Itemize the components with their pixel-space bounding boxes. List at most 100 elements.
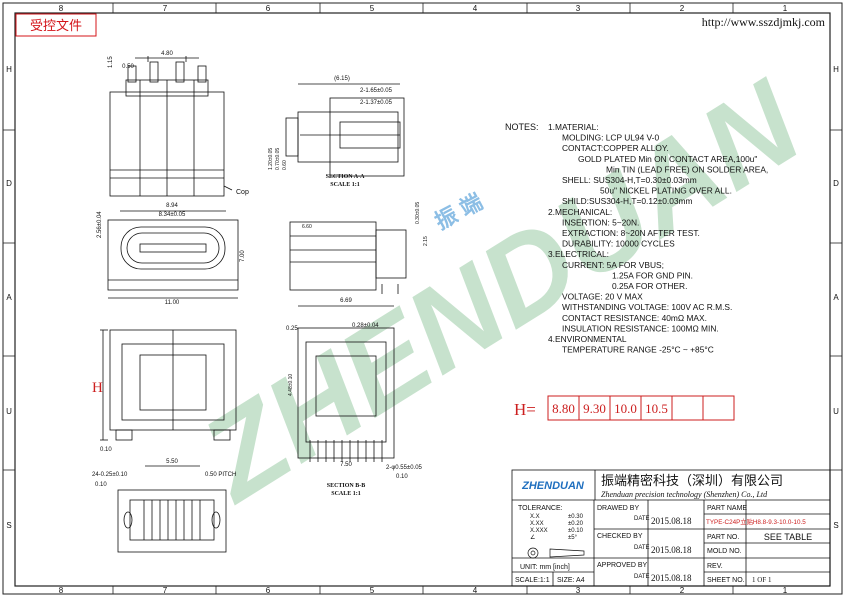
tolerance-key: X.XXX bbox=[530, 528, 548, 534]
drawn-date: 2015.08.18 bbox=[651, 516, 692, 526]
date-label-2: DATE bbox=[634, 545, 650, 551]
dim-0-50: 0.50 bbox=[122, 64, 134, 70]
notes-line: MOLDING: LCP UL94 V-0 bbox=[562, 133, 659, 143]
part-no-label: PART NO. bbox=[707, 534, 739, 541]
dim-7-50: 7.50 bbox=[340, 462, 352, 468]
h-dimension-marker: H bbox=[92, 380, 103, 396]
notes-line: 50u" NICKEL PLATING OVER ALL. bbox=[600, 186, 732, 196]
dim-4-48: 4.48±0.10 bbox=[288, 374, 294, 396]
dim-0-10-a: 0.10 bbox=[100, 447, 112, 453]
view-front-top bbox=[109, 56, 233, 197]
zone-letter-left: A bbox=[6, 293, 12, 302]
notes-line: INSULATION RESISTANCE: 100MΩ MIN. bbox=[562, 323, 719, 333]
notes-line: CURRENT: 5A FOR VBUS; bbox=[562, 260, 664, 270]
notes-heading: NOTES: bbox=[505, 122, 539, 132]
zone-number-top: 7 bbox=[163, 4, 168, 13]
section-aa-scale: SCALE 1:1 bbox=[330, 182, 360, 188]
h-table-value: 8.80 bbox=[552, 401, 575, 416]
tolerance-key: ∠ bbox=[530, 534, 535, 541]
company-logo: ZHENDUAN bbox=[521, 480, 585, 492]
zone-letter-left: H bbox=[6, 65, 12, 74]
drawn-by-label: DRAWED BY bbox=[597, 505, 639, 512]
h-table-cell bbox=[671, 395, 704, 421]
section-bb-scale: SCALE 1:1 bbox=[331, 491, 361, 497]
tolerance-value: ±0.20 bbox=[568, 521, 584, 527]
zone-letter-right: A bbox=[833, 293, 839, 302]
h-table-value: 10.0 bbox=[614, 401, 637, 416]
dim-8-94: 8.94 bbox=[166, 203, 178, 209]
notes-line: 4.ENVIRONMENTAL bbox=[548, 334, 627, 344]
zone-number-top: 3 bbox=[576, 4, 581, 13]
notes-line: 0.25A FOR OTHER. bbox=[612, 281, 687, 291]
scale-label: SCALE:1:1 bbox=[515, 577, 550, 584]
date-label-3: DATE bbox=[634, 574, 650, 580]
zone-number-top: 8 bbox=[59, 4, 64, 13]
tolerance-value: ±0.10 bbox=[568, 528, 584, 534]
dim-0-10-c: 0.10 bbox=[95, 482, 107, 488]
section-bb-title: SECTION B-B bbox=[327, 483, 366, 489]
checked-by-label: CHECKED BY bbox=[597, 533, 643, 540]
dim-cop: Cop bbox=[236, 189, 249, 196]
notes-line: DURABILITY: 10000 CYCLES bbox=[562, 239, 675, 249]
dim-6-60: 6.60 bbox=[302, 224, 312, 230]
rev-label: REV. bbox=[707, 563, 723, 570]
dim-0-70: 0.70±0.05 bbox=[275, 148, 281, 170]
zone-letter-right: D bbox=[833, 179, 839, 188]
dim-0-25: 0.25 bbox=[286, 326, 298, 332]
approved-by-label: APPROVED BY bbox=[597, 562, 648, 569]
tolerance-value: ±5° bbox=[568, 535, 578, 541]
notes-line: 3.ELECTRICAL: bbox=[548, 249, 609, 259]
notes-line: 1.MATERIAL: bbox=[548, 122, 599, 132]
zone-letter-right: U bbox=[833, 407, 839, 416]
watermark-text: ZHENDUAN bbox=[177, 54, 824, 527]
zone-number-top: 6 bbox=[266, 4, 271, 13]
view-section-aa bbox=[285, 83, 405, 177]
notes-line: CONTACT:COPPER ALLOY. bbox=[562, 143, 669, 153]
zone-number-bottom: 6 bbox=[266, 586, 271, 595]
part-name-label: PART NAME bbox=[707, 505, 747, 512]
company-name-cn: 振端精密科技（深圳）有限公司 bbox=[601, 473, 783, 488]
dim-0-10-b: 0.10 bbox=[396, 474, 408, 480]
zone-number-top: 5 bbox=[370, 4, 375, 13]
zone-number-bottom: 8 bbox=[59, 586, 64, 595]
notes-list: 1.MATERIAL:MOLDING: LCP UL94 V-0CONTACT:… bbox=[548, 122, 768, 355]
sheet-no-value: 1 OF 1 bbox=[752, 576, 772, 584]
zone-letter-left: U bbox=[6, 407, 12, 416]
notes-line: 1.25A FOR GND PIN. bbox=[612, 270, 693, 280]
view-front-full bbox=[100, 329, 237, 441]
h-table-value: 9.30 bbox=[583, 401, 606, 416]
dim-24-pins: 24-0.25±0.10 bbox=[92, 472, 128, 478]
zone-ticks bbox=[3, 3, 842, 594]
notes-line: 2.MECHANICAL: bbox=[548, 207, 612, 217]
date-label-1: DATE bbox=[634, 516, 650, 522]
dim-6-69: 6.69 bbox=[340, 298, 352, 304]
dim-2-phi: 2-φ0.55±0.05 bbox=[386, 465, 423, 471]
view-port-opening bbox=[107, 210, 239, 299]
part-no-value: SEE TABLE bbox=[764, 532, 812, 542]
notes-line: Min TIN (LEAD FREE) ON SOLDER AREA, bbox=[606, 164, 768, 174]
dim-6-15: (6.15) bbox=[334, 76, 350, 82]
dim-2-56: 2.56±0.04 bbox=[97, 211, 103, 238]
notes-line: EXTRACTION: 8~20N AFTER TEST. bbox=[562, 228, 700, 238]
dim-7-00: 7.00 bbox=[240, 250, 246, 262]
notes-line: SHILD:SUS304-H,T=0.12±0.03mm bbox=[562, 196, 693, 206]
zone-letter-left: S bbox=[6, 521, 11, 530]
dim-0-30: 0.30±0.05 bbox=[415, 202, 421, 224]
zone-number-bottom: 1 bbox=[783, 586, 788, 595]
website-url[interactable]: http://www.sszdjmkj.com bbox=[702, 15, 826, 29]
notes-line: SHELL: SUS304-H,T=0.30±0.03mm bbox=[562, 175, 697, 185]
unit-label: UNIT: mm [inch] bbox=[520, 564, 570, 571]
tolerance-value: ±0.30 bbox=[568, 514, 584, 520]
zone-number-bottom: 5 bbox=[370, 586, 375, 595]
dim-1-20: 1.20±0.05 bbox=[268, 148, 274, 170]
dim-2-1-37: 2-1.37±0.05 bbox=[360, 100, 393, 106]
dim-8-34: 8.34±0.05 bbox=[159, 212, 186, 218]
notes-line: VOLTAGE: 20 V MAX bbox=[562, 292, 643, 302]
notes-line: INSERTION: 5~20N. bbox=[562, 217, 639, 227]
mold-no-label: MOLD NO. bbox=[707, 548, 742, 555]
dim-2-15: 2.15 bbox=[423, 236, 429, 246]
stamp-label: 受控文件 bbox=[30, 18, 82, 33]
tolerance-label: TOLERANCE: bbox=[518, 505, 563, 512]
